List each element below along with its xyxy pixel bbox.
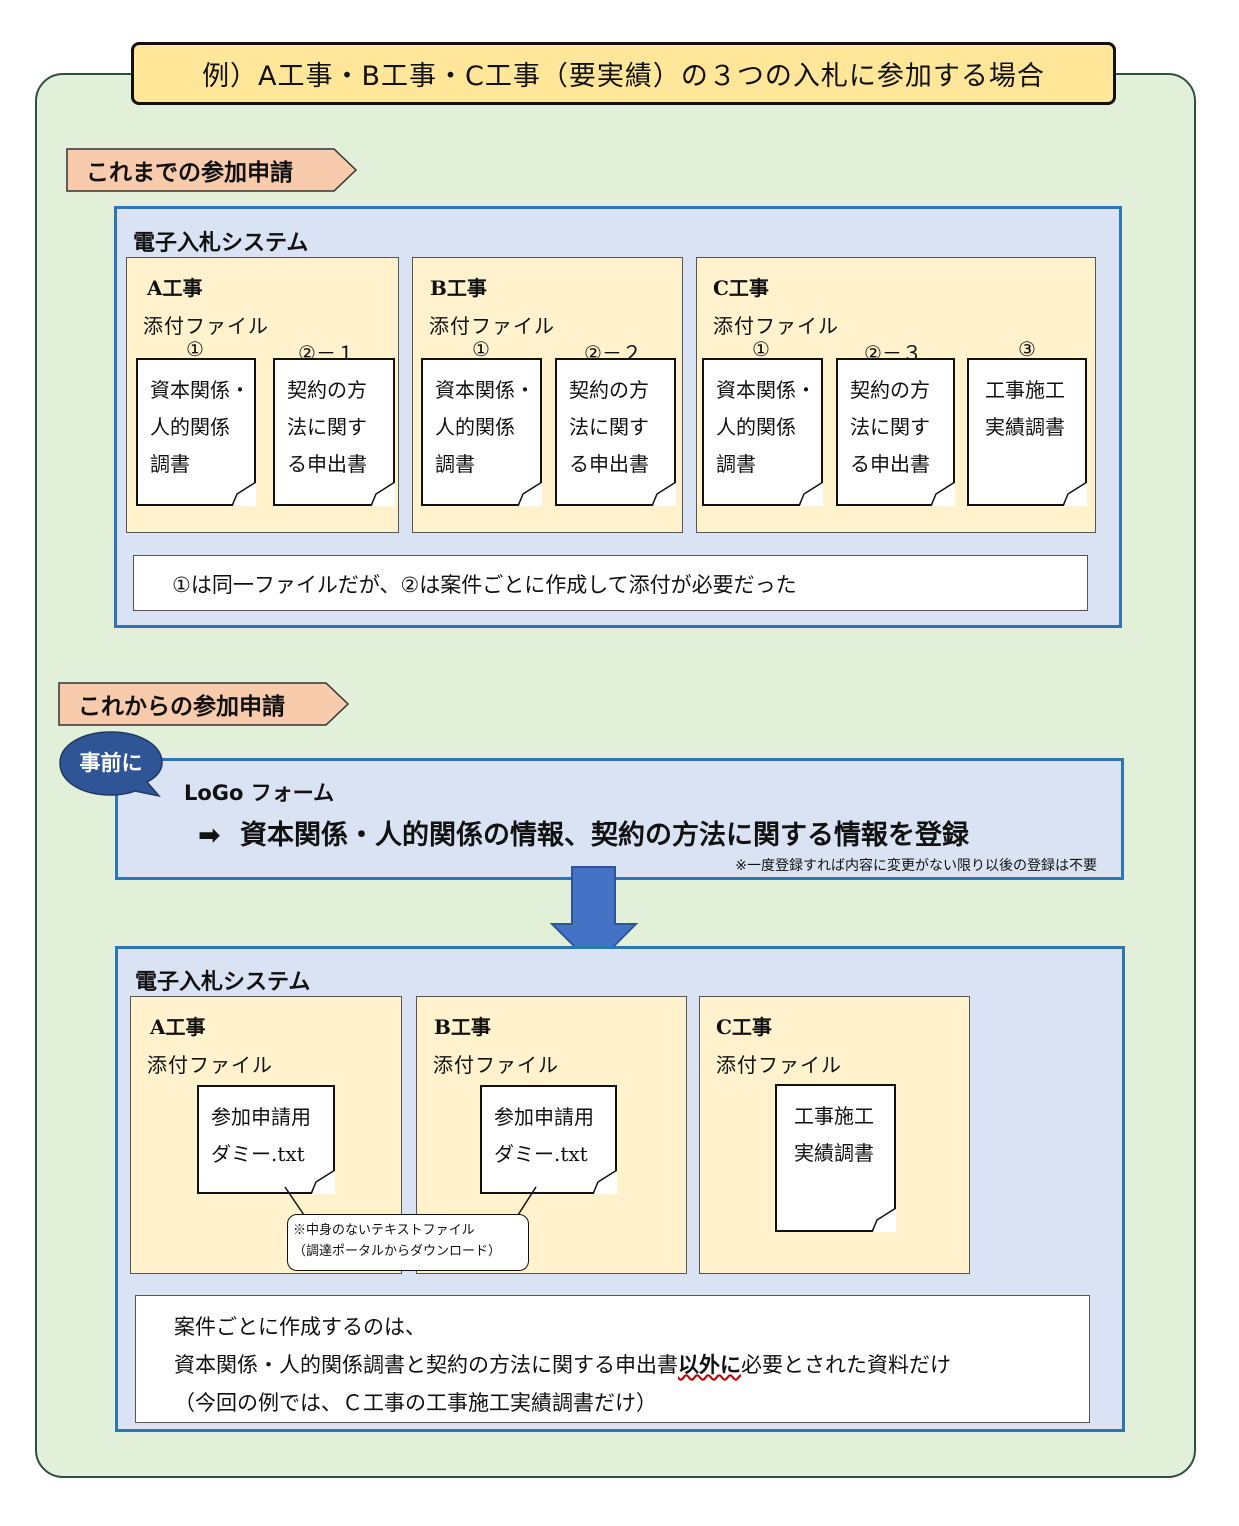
summary-line: （今回の例では、Ｃ工事の工事施工実績調書だけ） (174, 1391, 657, 1415)
page-title: 例）A工事・B工事・C工事（要実績）の３つの入札に参加する場合 (131, 42, 1116, 105)
advance-badge: 事前に (57, 730, 167, 802)
old-work-c: C工事 添付ファイル ① ②－３ ③ 資本関係・人的関係調書 契約の方法に関する… (696, 257, 1096, 533)
work-name: C工事 (716, 1015, 772, 1039)
document-icon: 参加申請用ダミー.txt (197, 1085, 335, 1194)
summary-line: 案件ごとに作成するのは、 (174, 1315, 426, 1339)
down-arrow-icon (550, 866, 638, 968)
dummy-file-callout: ※中身のないテキストファイル （調達ポータルからダウンロード） (287, 1214, 529, 1271)
logo-form-note: ※一度登録すれば内容に変更がない限り以後の登録は不要 (735, 858, 1097, 874)
new-section-label-text: これからの参加申請 (78, 694, 285, 720)
attach-label: 添付ファイル (716, 1053, 842, 1077)
speech-bubble-icon (59, 731, 163, 798)
document-icon: 工事施工実績調書 (967, 358, 1087, 506)
old-system-panel: 電子入札システム A工事 添付ファイル ① ②－１ 資本関係・人的関係調書 契約… (114, 206, 1122, 628)
old-section-label-text: これまでの参加申請 (86, 160, 293, 186)
logo-form-panel: LoGo フォーム ➡ 資本関係・人的関係の情報、契約の方法に関する情報を登録 … (115, 758, 1124, 880)
document-icon: 資本関係・人的関係調書 (421, 358, 542, 506)
document-icon: 資本関係・人的関係調書 (702, 358, 823, 506)
attach-label: 添付ファイル (143, 314, 269, 338)
summary-line: 資本関係・人的関係調書と契約の方法に関する申出書以外に必要とされた資料だけ (174, 1353, 951, 1377)
document-icon: 資本関係・人的関係調書 (136, 358, 256, 506)
old-work-b: B工事 添付ファイル ① ②－２ 資本関係・人的関係調書 契約の方法に関する申出… (412, 257, 683, 533)
new-work-c: C工事 添付ファイル 工事施工実績調書 (699, 996, 970, 1274)
attach-label: 添付ファイル (433, 1053, 559, 1077)
new-summary: 案件ごとに作成するのは、 資本関係・人的関係調書と契約の方法に関する申出書以外に… (135, 1295, 1090, 1423)
label-arrow-shape (66, 148, 358, 192)
work-name: B工事 (434, 1015, 491, 1039)
old-system-title: 電子入札システム (133, 231, 309, 256)
old-note: ①は同一ファイルだが、②は案件ごとに作成して添付が必要だった (133, 555, 1088, 611)
logo-form-text: ➡ 資本関係・人的関係の情報、契約の方法に関する情報を登録 (198, 813, 969, 852)
new-system-title: 電子入札システム (135, 970, 311, 995)
callout-connector (284, 1186, 537, 1216)
logo-form-title: LoGo フォーム (184, 781, 335, 805)
work-name: A工事 (147, 276, 203, 300)
work-name: A工事 (150, 1015, 206, 1039)
doc-number: ① (186, 337, 204, 361)
work-name: B工事 (430, 276, 487, 300)
work-name: C工事 (713, 276, 769, 300)
new-system-panel: 電子入札システム A工事 添付ファイル 参加申請用ダミー.txt B工事 添付フ… (115, 946, 1125, 1432)
document-icon: 契約の方法に関する申出書 (555, 358, 676, 506)
doc-number: ① (752, 337, 770, 361)
document-icon: 参加申請用ダミー.txt (480, 1085, 617, 1194)
logo-form-main-text: 資本関係・人的関係の情報、契約の方法に関する情報を登録 (240, 820, 970, 851)
document-icon: 契約の方法に関する申出書 (836, 358, 955, 506)
old-section-label: これまでの参加申請 (66, 148, 358, 192)
attach-label: 添付ファイル (147, 1053, 273, 1077)
document-icon: 工事施工実績調書 (775, 1084, 896, 1232)
label-arrow-shape (58, 682, 350, 726)
attach-label: 添付ファイル (429, 314, 555, 338)
summary-emphasis: 以外に (678, 1353, 741, 1377)
attach-label: 添付ファイル (713, 314, 839, 338)
doc-number: ③ (1018, 337, 1036, 361)
doc-number: ① (472, 337, 490, 361)
new-section-label: これからの参加申請 (58, 682, 350, 726)
old-work-a: A工事 添付ファイル ① ②－１ 資本関係・人的関係調書 契約の方法に関する申出… (126, 257, 399, 533)
advance-badge-text: 事前に (79, 751, 143, 775)
arrow-right-icon: ➡ (198, 820, 221, 851)
document-icon: 契約の方法に関する申出書 (273, 358, 395, 506)
